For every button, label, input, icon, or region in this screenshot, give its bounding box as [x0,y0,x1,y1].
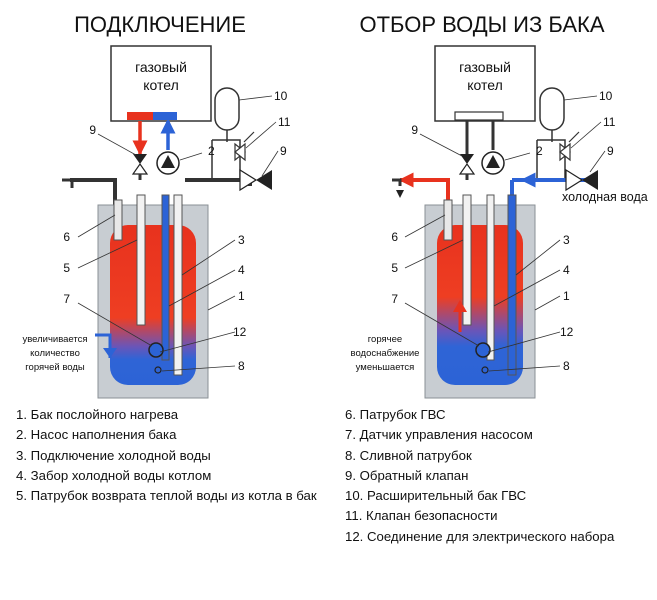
legend-item: 10. Расширительный бак ГВС [345,488,527,504]
legend-item: 11. Клапан безопасности [345,508,498,524]
tank-water [110,225,196,385]
right-label-7: 7 [391,292,398,306]
right-label-8: 8 [563,359,570,373]
legend-item: 4. Забор холодной воды котлом [16,467,212,483]
boiler-right-line1: газовый [459,59,511,75]
tank-water-right [437,225,523,385]
legend-item: 5. Патрубок возврата теплой воды из котл… [16,488,317,504]
right-label-5: 5 [391,261,398,275]
dhw-pipe [113,199,123,241]
boiler-hot-outlet [127,112,153,120]
inlet-check-valve-icon [239,168,272,192]
legend-item: 8. Сливной патрубок [345,447,472,463]
legend-item: 7. Датчик управления насосом [345,427,533,443]
label-12: 12 [233,325,247,339]
drain-icon [154,366,162,374]
safety-valve-right-icon [559,131,580,162]
pump-icon [156,151,180,175]
label-9b: 9 [280,144,287,158]
left-panel: ПОДКЛЮЧЕНИЕ газовый котел [22,12,291,399]
gas-boiler [110,45,212,122]
boiler-feed-tube [161,194,170,361]
right-label-9a: 9 [411,123,418,137]
right-label-12: 12 [560,325,574,339]
check-valve-icon [131,154,149,175]
check-valve-right-icon [458,154,476,175]
right-label-10: 10 [599,89,613,103]
label-4: 4 [238,263,245,277]
sensor-icon [148,342,164,358]
legend-item: 3. Подключение холодной воды [16,447,211,463]
label-8: 8 [238,359,245,373]
expansion-tank-right-icon [539,87,565,142]
drain-right-icon [481,366,489,374]
right-label-2: 2 [536,144,543,158]
boiler-cold-inlet [153,112,177,120]
label-1: 1 [238,289,245,303]
right-label-9b: 9 [607,144,614,158]
right-label-4: 4 [563,263,570,277]
label-9a: 9 [89,123,96,137]
right-note-line1: горячее [368,334,402,345]
right-label-1: 1 [563,289,570,303]
sensor-right-icon [475,342,491,358]
legend-item: 12. Соединение для электрического набора [345,528,615,544]
legend-item: 6. Патрубок ГВС [345,407,446,422]
legend-left: 1. Бак послойного нагрева 2. Насос напол… [16,405,317,506]
left-note-line2: количество [30,348,80,359]
boiler-label-line2: котел [143,77,179,93]
legend-item: 2. Насос наполнения бака [16,427,177,443]
label-10: 10 [274,89,288,103]
right-note-line2: водоснабжение [351,348,420,359]
cold-inlet-tube [173,194,183,376]
label-7: 7 [63,292,70,306]
tap-right-icon [392,178,402,186]
pump-right-icon [481,151,505,175]
label-5: 5 [63,261,70,275]
left-note-line3: горячей воды [25,362,85,373]
legend-item: 9. Обратный клапан [345,467,469,483]
cold-water-label: холодная вода [562,190,648,204]
label-3: 3 [238,233,245,247]
left-note-line1: увеличивается [22,334,87,345]
label-6: 6 [63,230,70,244]
right-label-6: 6 [391,230,398,244]
right-title: ОТБОР ВОДЫ ИЗ БАКА [359,12,604,37]
legend-right: 6. Патрубок ГВС 7. Датчик управления нас… [345,405,614,547]
right-label-11: 11 [603,115,616,129]
tap-icon [62,178,74,188]
right-panel: ОТБОР ВОДЫ ИЗ БАКА газовый котел [351,12,648,399]
boiler-right-line2: котел [467,77,503,93]
right-note-line3: уменьшается [356,362,415,373]
label-11: 11 [278,115,291,129]
right-label-3: 3 [563,233,570,247]
gas-boiler-right [434,45,536,122]
boiler-label-line1: газовый [135,59,187,75]
return-pipe [136,194,146,326]
expansion-tank-icon [214,87,240,142]
safety-valve-icon [234,131,255,162]
label-2: 2 [208,144,215,158]
inlet-check-valve-right-icon [565,168,598,192]
left-title: ПОДКЛЮЧЕНИЕ [74,12,246,37]
legend-item: 1. Бак послойного нагрева [16,407,179,422]
